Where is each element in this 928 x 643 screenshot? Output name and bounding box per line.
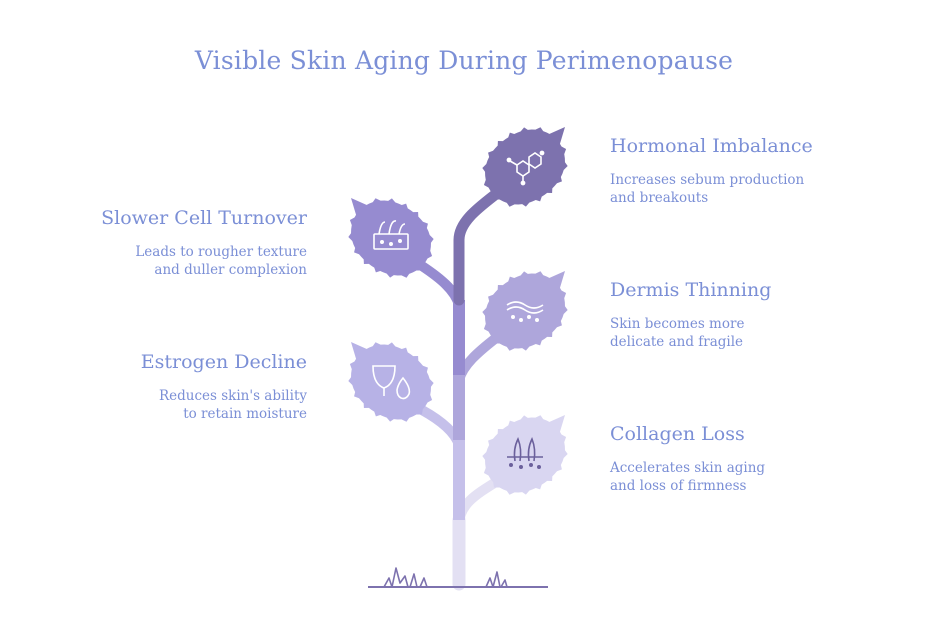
item-estrogen-decline: Estrogen Decline Reduces skin's ability …: [57, 351, 307, 423]
leaf-dermis-thinning: [482, 271, 568, 351]
item-dermis-thinning: Dermis Thinning Skin becomes more delica…: [610, 279, 860, 351]
molecule-icon: [506, 150, 545, 186]
page-title: Visible Skin Aging During Perimenopause: [194, 46, 734, 75]
leaf-shape: [482, 415, 568, 495]
leaf-shape: [348, 198, 434, 278]
item-title: Estrogen Decline: [140, 351, 307, 373]
grass-tuft: [485, 571, 508, 588]
cup-drop-icon: [372, 365, 411, 400]
trunk-top: [453, 188, 502, 306]
leaf-tip: [351, 198, 369, 218]
item-description: Reduces skin's ability to retain moistur…: [158, 388, 307, 422]
branch-dermis-thinning: [454, 333, 501, 385]
item-title: Collagen Loss: [610, 423, 745, 445]
item-title: Slower Cell Turnover: [101, 207, 307, 229]
item-title: Dermis Thinning: [610, 279, 772, 301]
item-description: Accelerates skin aging and loss of firmn…: [610, 460, 766, 494]
leaf-tip: [547, 271, 565, 291]
leaf-tip: [351, 342, 369, 362]
leaf-shape: [482, 127, 568, 207]
skin-wave-icon: [506, 301, 544, 323]
leaf-estrogen-decline: [348, 342, 434, 422]
leaf-tip: [547, 415, 565, 435]
item-description: Skin becomes more delicate and fragile: [610, 316, 745, 350]
grass-tuft: [383, 567, 428, 588]
item-description: Increases sebum production and breakouts: [610, 172, 805, 206]
skin-layer-icon: [373, 220, 409, 250]
item-slower-cell-turnover: Slower Cell Turnover Leads to rougher te…: [57, 207, 307, 279]
leaf-hormonal-imbalance: [482, 127, 568, 207]
hair-follicle-icon: [507, 437, 543, 470]
leaf-slower-cell-turnover: [348, 198, 434, 278]
item-title: Hormonal Imbalance: [610, 135, 813, 157]
leaf-shape: [482, 271, 568, 351]
leaf-tip: [547, 127, 565, 147]
branch-collagen-loss: [454, 477, 501, 530]
branch-estrogen-decline: [417, 405, 464, 450]
item-collagen-loss: Collagen Loss Accelerates skin aging and…: [610, 423, 860, 495]
branch-slower-cell-turnover: [417, 261, 464, 310]
item-description: Leads to rougher texture and duller comp…: [135, 244, 307, 278]
leaf-collagen-loss: [482, 415, 568, 495]
item-hormonal-imbalance: Hormonal Imbalance Increases sebum produ…: [610, 135, 860, 207]
